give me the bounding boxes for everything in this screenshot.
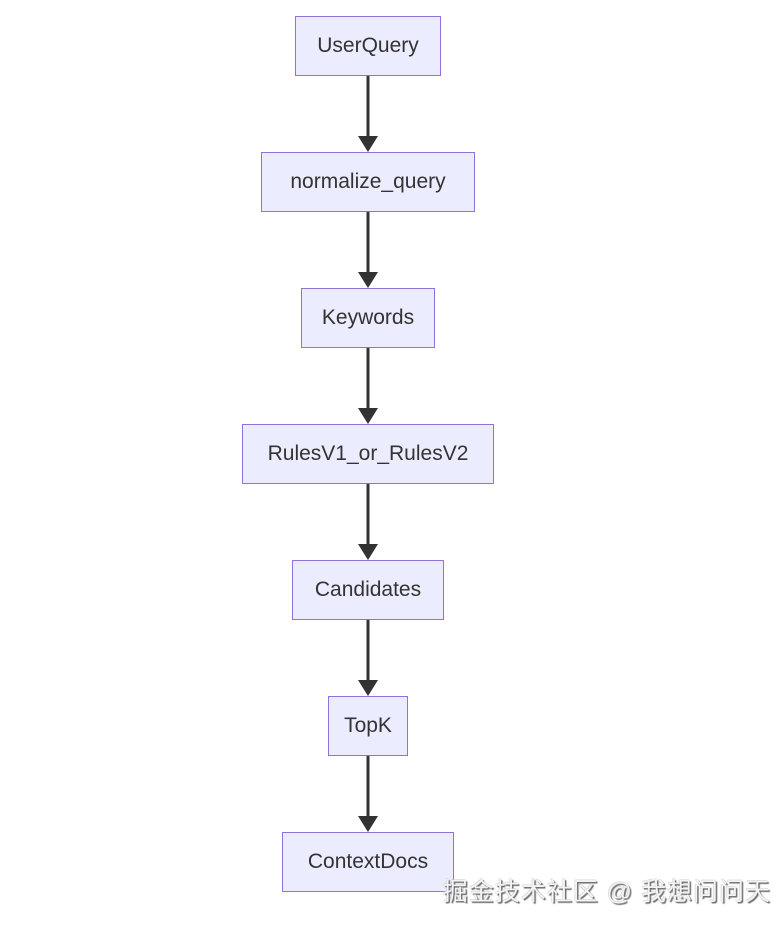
arrow-shaft <box>366 756 370 819</box>
arrow-normalize-query-to-keywords <box>357 212 379 288</box>
arrow-topk-to-contextdocs <box>357 756 379 832</box>
arrowhead-icon <box>358 408 378 424</box>
node-rulesv1-or-rulesv2-label: RulesV1_or_RulesV2 <box>267 442 469 465</box>
arrow-candidates-to-topk <box>357 620 379 696</box>
node-keywords: Keywords <box>301 288 435 348</box>
arrowhead-icon <box>358 136 378 152</box>
node-contextdocs: ContextDocs <box>282 832 454 892</box>
arrowhead-icon <box>358 680 378 696</box>
arrow-shaft <box>366 212 370 275</box>
arrowhead-icon <box>358 544 378 560</box>
node-topk-label: TopK <box>344 714 392 737</box>
arrow-keywords-to-rules <box>357 348 379 424</box>
node-contextdocs-label: ContextDocs <box>307 850 429 873</box>
node-topk: TopK <box>328 696 408 756</box>
arrow-shaft <box>366 348 370 411</box>
node-keywords-label: Keywords <box>321 306 415 329</box>
node-normalize-query: normalize_query <box>261 152 475 212</box>
arrow-userquery-to-normalize-query <box>357 76 379 152</box>
node-candidates: Candidates <box>292 560 444 620</box>
watermark-text: 掘金技术社区 @ 我想问问天 <box>442 878 771 906</box>
node-userquery-label: UserQuery <box>317 34 419 57</box>
arrow-shaft <box>366 76 370 139</box>
node-rulesv1-or-rulesv2: RulesV1_or_RulesV2 <box>242 424 494 484</box>
node-normalize-query-label: normalize_query <box>290 170 446 193</box>
arrow-rules-to-candidates <box>357 484 379 560</box>
arrow-shaft <box>366 484 370 547</box>
node-userquery: UserQuery <box>295 16 441 76</box>
node-candidates-label: Candidates <box>314 578 422 601</box>
arrowhead-icon <box>358 272 378 288</box>
arrowhead-icon <box>358 816 378 832</box>
arrow-shaft <box>366 620 370 683</box>
